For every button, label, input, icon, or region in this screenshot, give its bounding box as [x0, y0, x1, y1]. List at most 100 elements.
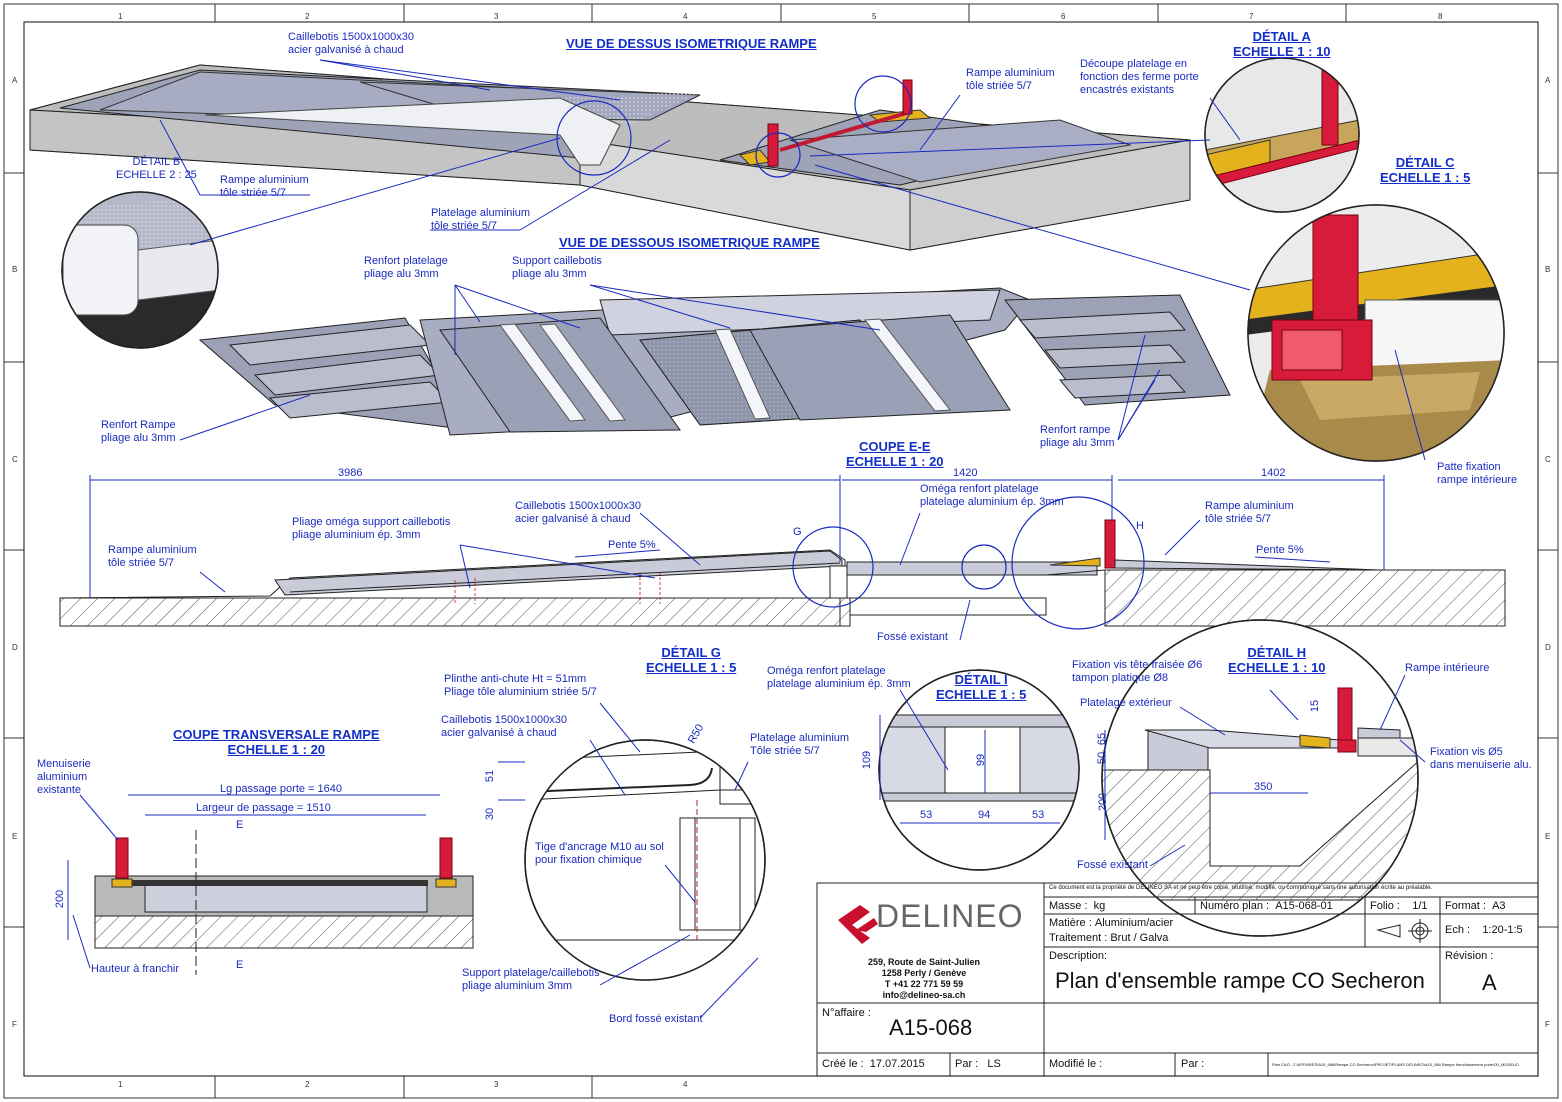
- tb-par: Par : LS: [955, 1058, 1001, 1070]
- dim-99: 99: [975, 753, 988, 767]
- label-g-marker: G: [793, 526, 802, 538]
- label-section-e-bottom: E: [236, 959, 244, 971]
- grid-col-label: 4: [683, 12, 688, 21]
- detail-h-graphic: [1101, 619, 1419, 937]
- title-block-lines: [816, 882, 1539, 1077]
- grid-row-label: F: [1545, 1020, 1550, 1029]
- tb-revision-value: A: [1482, 970, 1497, 995]
- tb-par2: Par :: [1181, 1058, 1205, 1070]
- grid-row-label: C: [1545, 455, 1551, 464]
- grid-row-label: E: [12, 832, 18, 841]
- label-fosse-h: Fossé existant: [1077, 859, 1148, 871]
- label-h-marker: H: [1136, 520, 1144, 532]
- tb-revision-label: Révision :: [1445, 950, 1494, 962]
- top-iso-view: [29, 64, 1191, 251]
- tb-numero: Numéro plan : A15-068-01: [1200, 900, 1333, 912]
- tb-description-label: Description:: [1049, 950, 1108, 962]
- dim-109: 109: [861, 750, 874, 770]
- label-section-e-top: E: [236, 819, 244, 831]
- tb-cao-path: Plan CAO : Z:\AFFAIRES\A15_068\Rampe-CO …: [1272, 1062, 1519, 1067]
- grid-col-label: 3: [494, 1080, 499, 1089]
- projection-symbol: [1376, 919, 1432, 943]
- grid-row-label: A: [1545, 76, 1551, 85]
- grid-col-label: 5: [872, 12, 877, 21]
- dim-65: 65: [1096, 732, 1109, 746]
- label-pente-right: Pente 5%: [1256, 544, 1304, 556]
- dim-1402: 1402: [1261, 467, 1286, 479]
- tb-format: Format : A3: [1445, 900, 1506, 912]
- tb-echelle: Ech : 1:20-1:5: [1445, 924, 1523, 936]
- label-lg-passage: Lg passage porte = 1640: [220, 783, 343, 795]
- label-bord-fosse: Bord fossé existant: [609, 1013, 703, 1025]
- tb-modifie: Modifié le :: [1049, 1058, 1103, 1070]
- dim-200-h: 200: [1097, 792, 1110, 812]
- dim-200-transversale: 200: [54, 889, 67, 909]
- detail-a-graphic: [1204, 57, 1360, 213]
- label-pente-left: Pente 5%: [608, 539, 656, 551]
- grid-col-label: 3: [494, 12, 499, 21]
- grid-col-label: 4: [683, 1080, 688, 1089]
- grid-row-label: F: [12, 1020, 17, 1029]
- grid-col-label: 1: [118, 12, 123, 21]
- grid-row-label: B: [1545, 265, 1551, 274]
- grid-row-label: C: [12, 455, 18, 464]
- grid-col-label: 1: [118, 1080, 123, 1089]
- tb-affaire-value: A15-068: [889, 1015, 973, 1040]
- tb-cree: Créé le : 17.07.2015: [822, 1058, 925, 1070]
- grid-col-label: 2: [305, 1080, 310, 1089]
- detail-b-graphic: [61, 191, 219, 349]
- grid-row-label: B: [12, 265, 18, 274]
- grid-row-label: D: [12, 643, 18, 652]
- tb-disclaimer: Ce document est la propriété de DELINEO …: [1049, 885, 1433, 891]
- dim-50: 50: [1096, 751, 1109, 765]
- dim-94: 94: [978, 809, 991, 821]
- bottom-iso-view: [198, 287, 1231, 436]
- dim-51: 51: [484, 769, 497, 783]
- dim-30: 30: [484, 807, 497, 821]
- label-platelage-exterieur: Platelage extérieur: [1080, 697, 1172, 709]
- tb-matiere: Matière : Aluminium/acier: [1049, 917, 1174, 929]
- grid-row-label: A: [12, 76, 18, 85]
- grid-row-label: D: [1545, 643, 1551, 652]
- label-hauteur-franchir: Hauteur à franchir: [91, 963, 180, 975]
- tb-folio: Folio : 1/1: [1370, 900, 1428, 912]
- dim-1420: 1420: [953, 467, 978, 479]
- dim-350: 350: [1254, 781, 1273, 793]
- delineo-logo-mark: [838, 905, 878, 944]
- grid-col-label: 2: [305, 12, 310, 21]
- label-fosse-ee: Fossé existant: [877, 631, 948, 643]
- tb-traitement: Traitement : Brut / Galva: [1049, 932, 1169, 944]
- grid-row-label: E: [1545, 832, 1551, 841]
- leader-lines: [67, 59, 1426, 1019]
- label-largeur-passage: Largeur de passage = 1510: [196, 802, 331, 814]
